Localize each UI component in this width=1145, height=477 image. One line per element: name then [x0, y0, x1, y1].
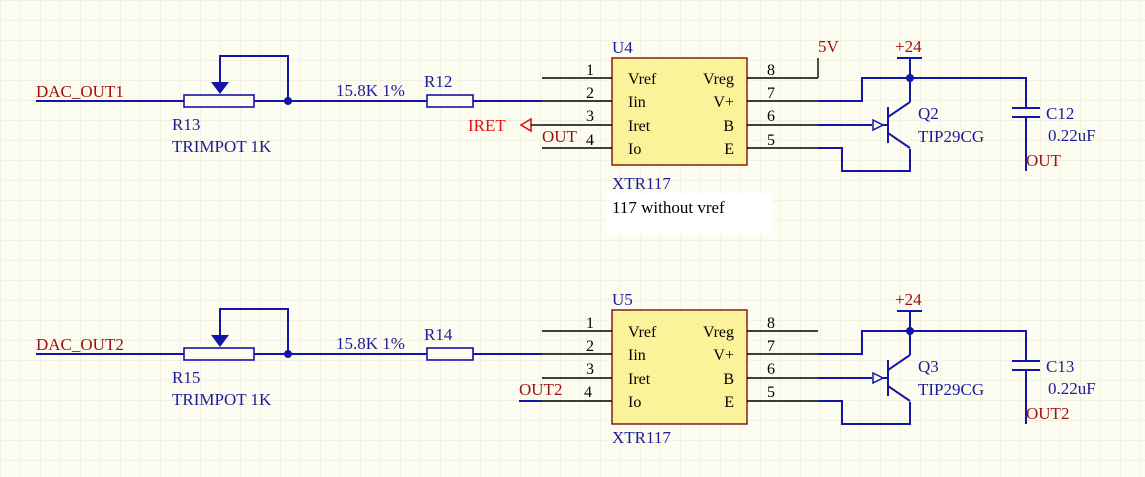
pin-num: 2: [586, 85, 594, 102]
net-label-dac-out1: DAC_OUT1: [36, 82, 124, 101]
pin-name: Vref: [628, 324, 657, 341]
trimpot-ref: R15: [172, 368, 200, 387]
supply-label-5v: 5V: [818, 37, 840, 56]
trimpot-ref: R13: [172, 115, 200, 134]
wiper-wire: [219, 55, 289, 101]
power-label: +24: [895, 290, 922, 309]
trimpot-body: [183, 347, 255, 361]
transistor-part: TIP29CG: [918, 127, 984, 146]
trimpot-body: [183, 94, 255, 108]
pin-num: 3: [586, 108, 594, 125]
wire-emitter: [818, 147, 911, 172]
pin-num: 4: [584, 384, 592, 401]
pin-num: 8: [767, 62, 775, 79]
pin-num: 8: [767, 315, 775, 332]
pin-name: E: [724, 394, 734, 411]
power-label: +24: [895, 37, 922, 56]
ic-u5-body[interactable]: [611, 309, 748, 425]
pin-num: 3: [586, 361, 594, 378]
resistor-r14[interactable]: [426, 347, 474, 361]
pin-name: Iret: [628, 118, 651, 135]
pin-name: B: [723, 371, 734, 388]
wire-vplus: [818, 330, 910, 355]
ic-part: XTR117: [612, 428, 671, 447]
pin-num: 5: [767, 384, 775, 401]
pin-name: Iret: [628, 371, 651, 388]
net-label-out2: OUT2: [519, 380, 562, 399]
ic-note: 117 without vref: [612, 198, 725, 217]
ic-u5-left-pins: [542, 330, 612, 402]
capacitor-ref: C12: [1046, 104, 1074, 123]
note-box: [606, 193, 772, 235]
trimpot-r13[interactable]: [183, 55, 289, 108]
wiper-wire: [219, 308, 289, 354]
junction-dot: [284, 350, 292, 358]
net-label-out-cap: OUT: [1026, 151, 1062, 170]
resistor-ref: R14: [424, 325, 453, 344]
port-iret[interactable]: IRET: [468, 116, 506, 135]
resistor-ref: R12: [424, 72, 452, 91]
net-label-dac-out2: DAC_OUT2: [36, 335, 124, 354]
ic-u5-right-pins: [747, 330, 818, 402]
pin-name: E: [724, 141, 734, 158]
pin-num: 1: [586, 62, 594, 79]
wire-emitter: [818, 400, 911, 425]
net-label-out2-cap: OUT2: [1026, 404, 1069, 423]
wiper-arrow-icon: [211, 335, 229, 347]
ic-u4-body[interactable]: [611, 57, 748, 166]
resistor-value: 15.8K 1%: [336, 81, 405, 100]
base-arrow-icon: [872, 118, 885, 132]
transistor-part: TIP29CG: [918, 380, 984, 399]
trimpot-value: TRIMPOT 1K: [172, 390, 272, 409]
pin-name: V+: [713, 94, 734, 111]
pin-num: 4: [586, 132, 594, 149]
pin-name: Vreg: [703, 324, 734, 341]
pin-name: Iin: [628, 347, 646, 364]
pin-name: Io: [628, 394, 641, 411]
ic-u4-left-pins: [542, 77, 612, 149]
pin-num: 2: [586, 338, 594, 355]
pin-name: B: [723, 118, 734, 135]
capacitor-ref: C13: [1046, 357, 1074, 376]
capacitor-value: 0.22uF: [1048, 126, 1096, 145]
ic-u4-right-pins: [747, 77, 818, 149]
transistor-ref: Q2: [918, 104, 939, 123]
junction-dot: [284, 97, 292, 105]
pin-num: 5: [767, 132, 775, 149]
pin-num: 6: [767, 108, 775, 125]
channel-1: DAC_OUT1 R13 TRIMPOT 1K 15.8K 1% R12 U4: [36, 37, 1096, 235]
net-label-out: OUT: [542, 127, 578, 146]
resistor-r12[interactable]: [426, 94, 474, 108]
pin-num: 6: [767, 361, 775, 378]
pin-num: 1: [586, 315, 594, 332]
pin-num: 7: [767, 85, 775, 102]
wire-vplus: [818, 77, 910, 102]
pin-name: Iin: [628, 94, 646, 111]
wiper-arrow-icon: [211, 82, 229, 94]
transistor-q3[interactable]: [872, 331, 911, 402]
base-arrow-icon: [872, 371, 885, 385]
pin-name: Vref: [628, 71, 657, 88]
pin-name: V+: [713, 347, 734, 364]
wire-cap: [910, 330, 1027, 361]
ic-ref: U4: [612, 38, 633, 57]
wire-cap: [910, 77, 1027, 108]
channel-2: DAC_OUT2 R15 TRIMPOT 1K 15.8K 1% R14 U5: [36, 290, 1096, 447]
pin-name: Vreg: [703, 71, 734, 88]
trimpot-value: TRIMPOT 1K: [172, 137, 272, 156]
transistor-ref: Q3: [918, 357, 939, 376]
ic-ref: U5: [612, 290, 633, 309]
capacitor-value: 0.22uF: [1048, 379, 1096, 398]
ic-part: XTR117: [612, 174, 671, 193]
pin-name: Io: [628, 141, 641, 158]
pin-num: 7: [767, 338, 775, 355]
resistor-value: 15.8K 1%: [336, 334, 405, 353]
transistor-q2[interactable]: [872, 78, 911, 149]
